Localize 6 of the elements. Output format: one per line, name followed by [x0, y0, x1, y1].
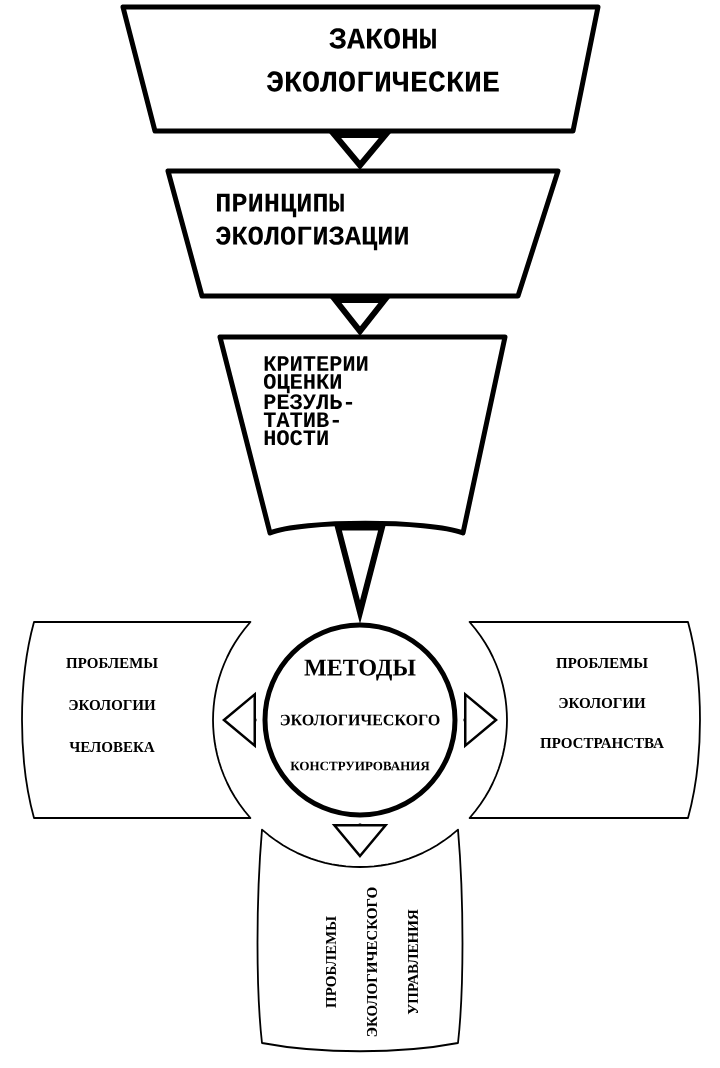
curved-panel: ПРОБЛЕМЫ ЭКОЛОГИИ ПРОСТРАНСТВА	[468, 621, 701, 819]
curved-panel: ПРОБЛЕМЫ ЭКОЛОГИЧЕСКОГО УПРАВЛЕНИЯ	[256, 828, 464, 1053]
trapezoid-box: ЗАКОНЫ ЭКОЛОГИЧЕСКИЕ	[120, 4, 601, 134]
curved-panel: ПРОБЛЕМЫ ЭКОЛОГИИ ЧЕЛОВЕКА	[21, 621, 252, 819]
trapezoid-box: КРИТЕРИИ ОЦЕНКИ РЕЗУЛЬ- ТАТИВ- НОСТИ	[217, 334, 508, 536]
trapezoid-box: ПРИНЦИПЫ ЭКОЛОГИЗАЦИИ	[165, 168, 561, 299]
